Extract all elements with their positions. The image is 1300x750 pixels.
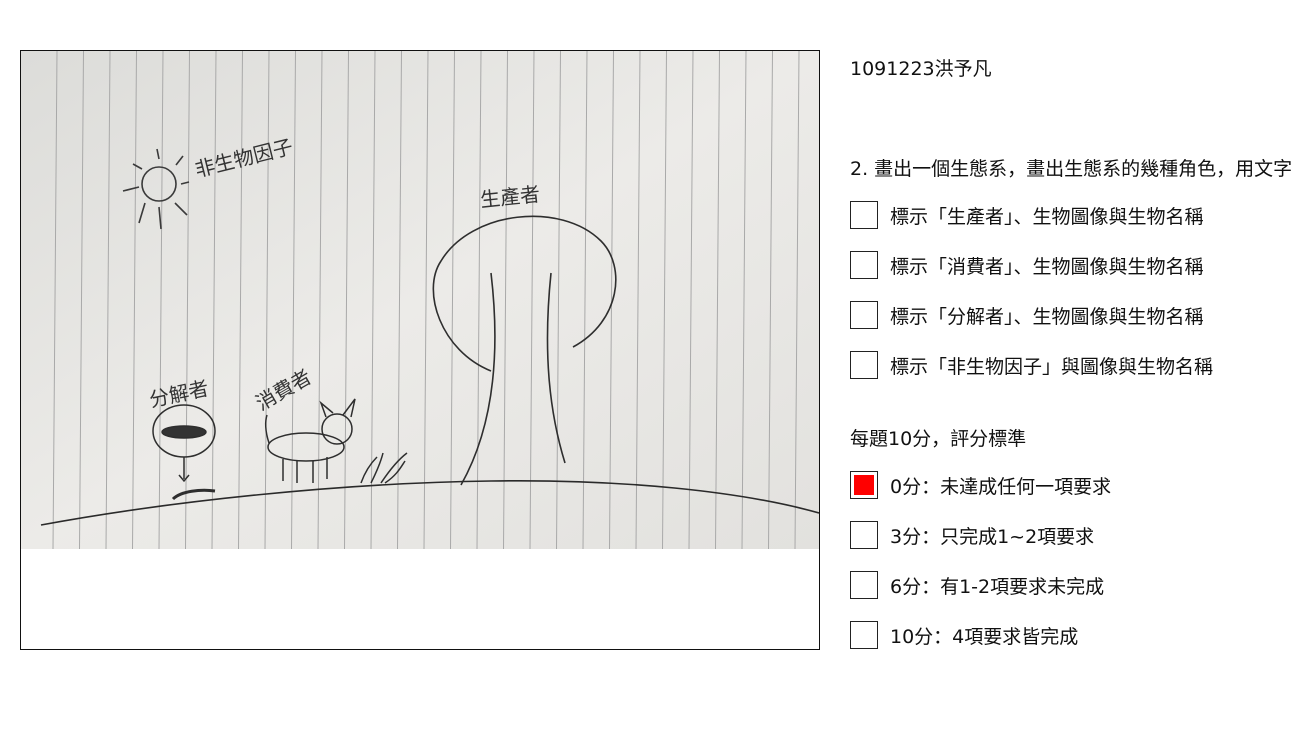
ground-line xyxy=(40,479,819,526)
criteria-title: 每題10分，評分標準 xyxy=(850,428,1027,450)
score-option[interactable]: 6分：有1-2項要求未完成 xyxy=(850,570,1104,600)
requirement-item[interactable]: 標示「生產者」、生物圖像與生物名稱 xyxy=(850,200,1204,230)
score-checkbox[interactable] xyxy=(850,521,878,549)
score-checkbox[interactable] xyxy=(850,571,878,599)
requirement-checkbox[interactable] xyxy=(850,201,878,229)
score-label: 10分：4項要求皆完成 xyxy=(890,625,1079,648)
score-option[interactable]: 0分：未達成任何一項要求 xyxy=(850,470,1111,500)
sun-drawing xyxy=(122,148,190,230)
student-label: 1091223洪予凡 xyxy=(850,58,992,80)
score-option[interactable]: 10分：4項要求皆完成 xyxy=(850,620,1078,650)
image-answer-frame: 非生物因子 生產者 消費者 xyxy=(20,50,820,650)
requirement-checkbox[interactable] xyxy=(850,301,878,329)
question-text: 2. 畫出一個生態系，畫出生態系的幾種角色，用文字 xyxy=(850,158,1293,180)
requirement-item[interactable]: 標示「非生物因子」與圖像與生物名稱 xyxy=(850,350,1213,380)
requirement-checkbox[interactable] xyxy=(850,251,878,279)
requirement-item[interactable]: 標示「分解者」、生物圖像與生物名稱 xyxy=(850,300,1204,330)
requirement-label: 標示「生產者」、生物圖像與生物名稱 xyxy=(890,205,1204,228)
cat-drawing xyxy=(264,398,356,483)
tree-drawing xyxy=(432,215,617,486)
requirement-label: 標示「非生物因子」與圖像與生物名稱 xyxy=(890,355,1214,378)
score-label: 0分：未達成任何一項要求 xyxy=(890,475,1112,498)
notebook-lines xyxy=(52,51,800,549)
score-checkbox[interactable] xyxy=(850,621,878,649)
requirement-label: 標示「分解者」、生物圖像與生物名稱 xyxy=(890,305,1204,328)
requirement-checkbox[interactable] xyxy=(850,351,878,379)
grading-panel: 1091223洪予凡 2. 畫出一個生態系，畫出生態系的幾種角色，用文字 標示「… xyxy=(850,0,1300,750)
grass-drawing xyxy=(360,452,408,484)
requirement-label: 標示「消費者」、生物圖像與生物名稱 xyxy=(890,255,1204,278)
requirement-item[interactable]: 標示「消費者」、生物圖像與生物名稱 xyxy=(850,250,1204,280)
mushroom-drawing xyxy=(152,404,216,501)
student-drawing-photo: 非生物因子 生產者 消費者 xyxy=(21,51,819,549)
score-label: 6分：有1-2項要求未完成 xyxy=(890,575,1105,598)
score-label: 3分：只完成1~2項要求 xyxy=(890,525,1095,548)
score-checkbox[interactable] xyxy=(850,471,878,499)
score-option[interactable]: 3分：只完成1~2項要求 xyxy=(850,520,1094,550)
